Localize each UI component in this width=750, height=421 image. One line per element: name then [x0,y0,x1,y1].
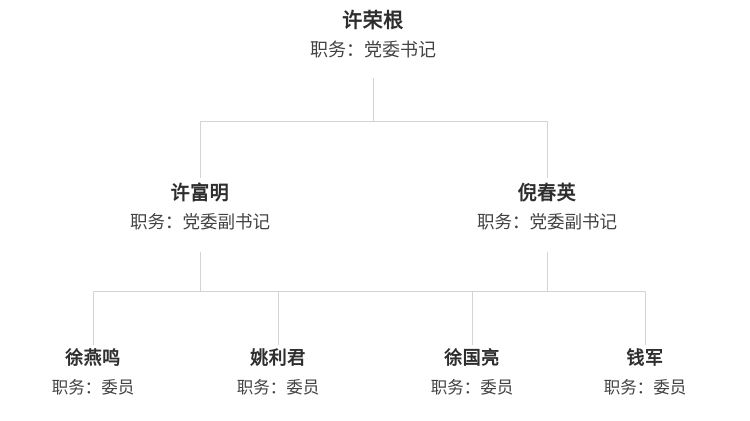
node-title: 职务：委员 [430,377,514,397]
node-name: 倪春英 [517,182,577,204]
node-name: 徐国亮 [444,348,500,369]
node-title: 职务：委员 [236,377,320,397]
org-node-level3-xuguoliang[interactable]: 徐国亮 职务：委员 [431,348,514,399]
org-node-level3-xuyanming[interactable]: 徐燕鸣 职务：委员 [52,348,135,399]
node-title: 职务：党委书记 [310,40,436,61]
node-title: 职务：党委副书记 [477,212,617,233]
node-name: 许荣根 [342,8,404,32]
node-name: 钱军 [626,348,664,369]
org-node-level2-xufuming[interactable]: 许富明 职务：党委副书记 [130,182,270,235]
node-title: 职务：党委副书记 [130,212,270,233]
node-name: 姚利君 [250,348,306,369]
org-node-level2-nichunying[interactable]: 倪春英 职务：党委副书记 [477,182,617,235]
node-title: 职务：委员 [51,377,135,397]
node-name: 许富明 [170,182,230,204]
org-node-level1-xurongen[interactable]: 许荣根 职务：党委书记 [310,8,436,63]
org-node-level3-yaolijun[interactable]: 姚利君 职务：委员 [237,348,320,399]
org-node-level3-qianjun[interactable]: 钱军 职务：委员 [604,348,687,399]
node-name: 徐燕鸣 [65,348,121,369]
node-title: 职务：委员 [603,377,687,397]
